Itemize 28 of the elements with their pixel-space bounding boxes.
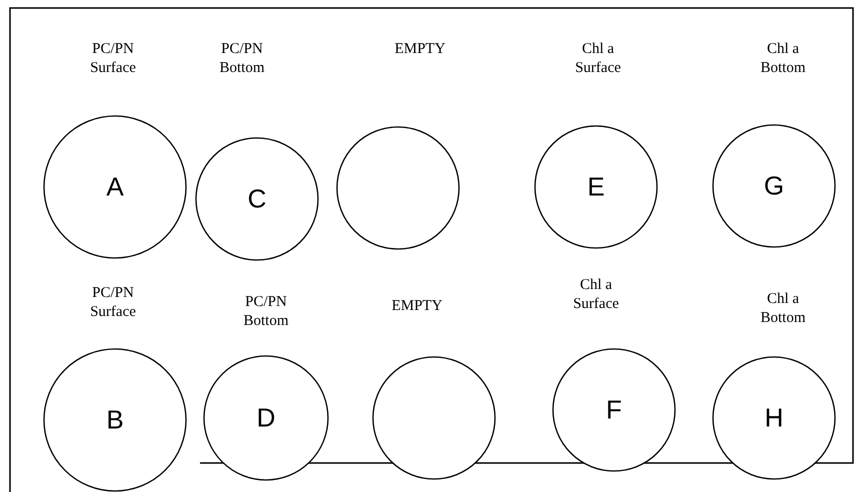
well-letter: C xyxy=(248,184,266,214)
well-label: Chl a Bottom xyxy=(759,40,806,78)
sample-well xyxy=(203,355,329,481)
well-letter: G xyxy=(764,170,784,202)
well-label: EMPTY xyxy=(392,297,442,316)
well-letter: E xyxy=(587,172,605,202)
well-label: PC/PN Bottom xyxy=(242,293,290,331)
well-letter: F xyxy=(606,394,622,426)
well-label: PC/PN Surface xyxy=(89,284,137,322)
well-label: Chl a Surface xyxy=(572,276,620,314)
well-letter: A xyxy=(106,172,124,202)
sample-well xyxy=(43,115,187,259)
well-label: EMPTY xyxy=(394,40,446,59)
well-label: PC/PN Bottom xyxy=(218,40,266,78)
well-letter: B xyxy=(106,404,124,436)
sample-well xyxy=(712,124,836,248)
sample-well xyxy=(534,125,658,249)
well-letter: D xyxy=(256,402,276,434)
sample-well xyxy=(43,348,187,492)
well-label: Chl a Bottom xyxy=(759,290,806,328)
sample-well xyxy=(195,137,319,261)
sample-well xyxy=(372,356,496,480)
well-letter: H xyxy=(764,402,784,434)
well-label: Chl a Surface xyxy=(574,40,622,78)
sample-well xyxy=(712,356,836,480)
sample-well xyxy=(552,348,676,472)
well-label: PC/PN Surface xyxy=(89,40,137,78)
sample-well xyxy=(336,126,460,250)
